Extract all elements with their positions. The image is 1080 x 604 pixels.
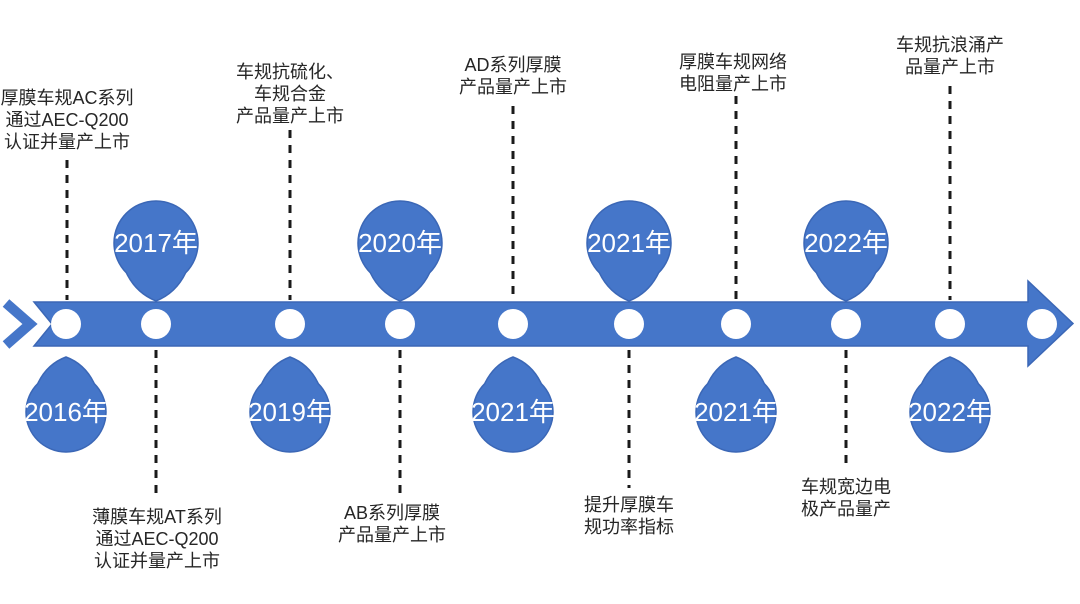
year-balloon-2021-below-right <box>695 356 777 453</box>
year-label-2021-below-right: 2021年 <box>694 397 778 427</box>
year-balloon-2016 <box>25 356 107 453</box>
timeline-node-4 <box>498 309 528 339</box>
year-balloon-2020 <box>357 200 443 302</box>
year-label-2019: 2019年 <box>248 397 332 427</box>
timeline-node-5 <box>614 309 644 339</box>
timeline-node-2 <box>275 309 305 339</box>
year-balloon-2019 <box>249 356 331 453</box>
timeline-node-6 <box>721 309 751 339</box>
year-balloon-2022-above <box>803 200 889 302</box>
timeline-node-7 <box>831 309 861 339</box>
milestone-label-7: 车规宽边电 极产品量产 <box>801 477 891 519</box>
year-label-2022-below: 2022年 <box>908 397 992 427</box>
milestone-label-0: 厚膜车规AC系列 通过AEC-Q200 认证并量产上市 <box>0 88 134 152</box>
timeline-node-1 <box>141 309 171 339</box>
timeline-node-3 <box>385 309 415 339</box>
milestone-label-3: AB系列厚膜 产品量产上市 <box>338 503 446 545</box>
timeline-node-0 <box>51 309 81 339</box>
milestone-label-2: 车规抗硫化、 车规合金 产品量产上市 <box>236 62 344 126</box>
timeline-node-9 <box>1027 309 1057 339</box>
timeline-tail-chevron-icon <box>2 299 38 349</box>
year-balloon-2021-above <box>586 200 672 302</box>
milestone-label-5: 提升厚膜车 规功率指标 <box>584 495 674 537</box>
timeline-arrow-band <box>32 279 1075 368</box>
milestone-label-1: 薄膜车规AT系列 通过AEC-Q200 认证并量产上市 <box>92 507 222 571</box>
year-label-2020: 2020年 <box>358 228 442 258</box>
timeline-node-8 <box>935 309 965 339</box>
milestone-label-4: AD系列厚膜 产品量产上市 <box>459 55 567 97</box>
milestone-label-8: 车规抗浪涌产 品量产上市 <box>896 35 1004 77</box>
year-balloon-2021-below-left <box>472 356 554 453</box>
year-balloon-2017 <box>113 200 199 302</box>
year-label-2022-above: 2022年 <box>804 228 888 258</box>
milestone-label-6: 厚膜车规网络 电阻量产上市 <box>679 52 787 94</box>
year-label-2021-above: 2021年 <box>587 228 671 258</box>
year-label-2017: 2017年 <box>114 228 198 258</box>
year-label-2016: 2016年 <box>24 397 108 427</box>
year-label-2021-below-left: 2021年 <box>471 397 555 427</box>
year-balloon-2022-below <box>909 356 991 453</box>
